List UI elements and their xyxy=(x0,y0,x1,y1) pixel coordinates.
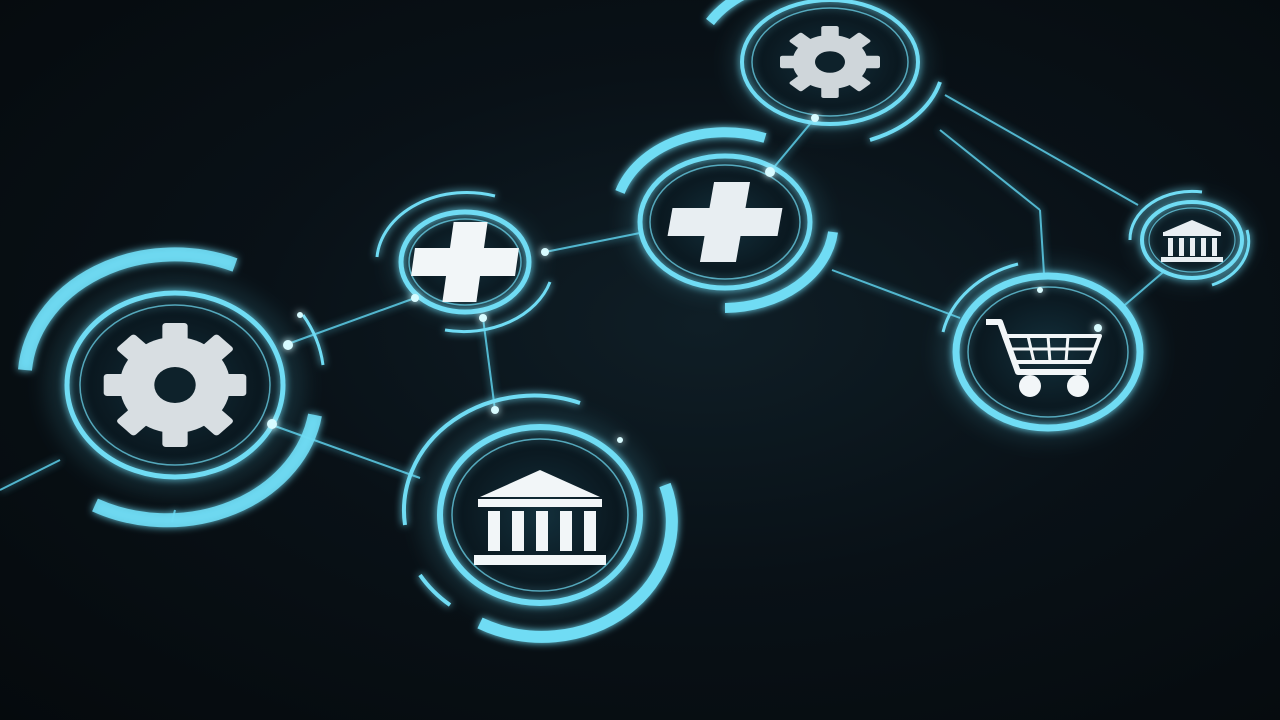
connection-line xyxy=(0,459,61,491)
connection-line xyxy=(939,129,1041,211)
junction-dot xyxy=(479,314,487,322)
bank-icon xyxy=(474,470,606,565)
cross-icon xyxy=(667,182,783,262)
shopping-cart-icon xyxy=(986,319,1102,397)
connection-line xyxy=(271,424,421,479)
junction-dot xyxy=(765,167,775,177)
node-cart xyxy=(938,262,1158,442)
junction-dot xyxy=(283,340,293,350)
gear-icon xyxy=(103,323,247,447)
connection-line xyxy=(482,317,496,411)
bank-icon xyxy=(1161,220,1223,262)
junction-dot xyxy=(541,248,549,256)
junction-dot xyxy=(267,419,277,429)
gear-icon xyxy=(780,26,880,98)
junction-dot xyxy=(1094,324,1102,332)
node-bank-small xyxy=(1128,189,1252,287)
junction-dot xyxy=(617,437,623,443)
junction-dots xyxy=(267,114,1102,443)
node-cross-medium xyxy=(615,127,838,313)
connection-line xyxy=(831,269,961,319)
junction-dot xyxy=(297,312,303,318)
node-gear-top xyxy=(706,0,942,142)
node-bank-large xyxy=(401,393,678,643)
connection-line xyxy=(284,297,416,346)
connection-line xyxy=(944,94,1139,206)
junction-dot xyxy=(811,114,819,122)
cross-icon xyxy=(411,222,519,302)
junction-dot xyxy=(1037,287,1043,293)
junction-dot xyxy=(491,406,499,414)
node-gear-large xyxy=(18,247,325,528)
junction-dot xyxy=(411,294,419,302)
node-cross-small xyxy=(375,190,552,334)
